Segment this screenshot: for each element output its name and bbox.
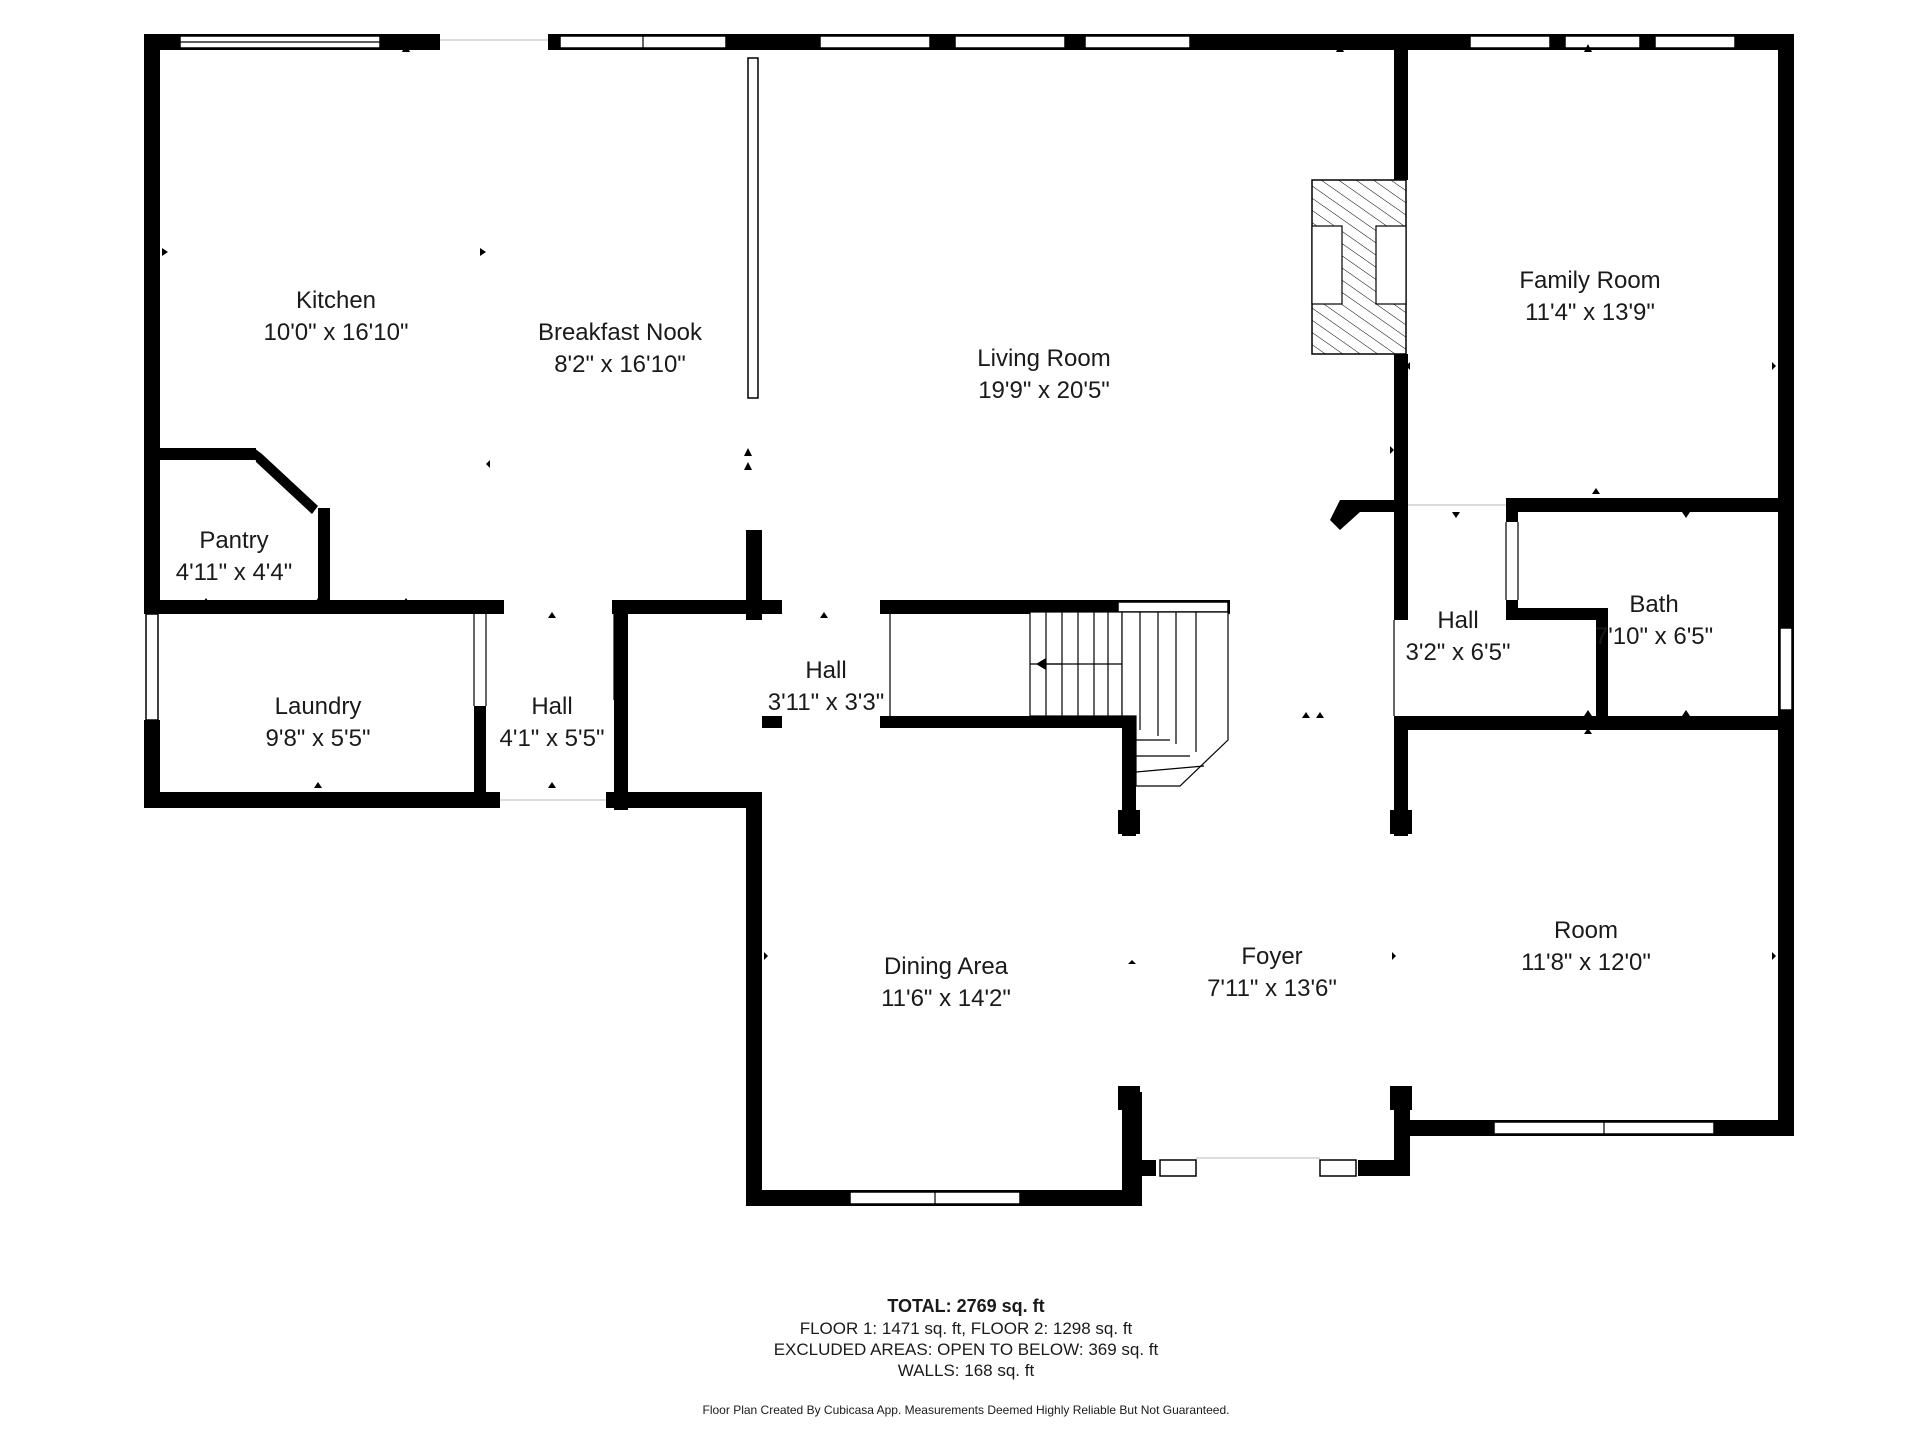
fireplace	[1311, 179, 1407, 355]
floor-areas: FLOOR 1: 1471 sq. ft, FLOOR 2: 1298 sq. …	[800, 1319, 1133, 1338]
room-name: Bath	[1629, 591, 1678, 618]
room-name: Kitchen	[296, 287, 376, 314]
room-name: Living Room	[977, 345, 1110, 372]
room-family-room: Family Room 11'4" x 13'9"	[1519, 267, 1660, 326]
room-dimensions: 3'2" x 6'5"	[1406, 639, 1511, 666]
room-name: Pantry	[199, 527, 268, 554]
excluded-areas: EXCLUDED AREAS: OPEN TO BELOW: 369 sq. f…	[774, 1340, 1159, 1359]
room-name: Dining Area	[884, 953, 1009, 980]
room-dimensions: 3'11" x 3'3"	[768, 689, 885, 716]
room-dimensions: 7'11" x 13'6"	[1207, 975, 1337, 1002]
room-dimensions: 10'0" x 16'10"	[264, 319, 409, 346]
room-labels: Kitchen 10'0" x 16'10" Breakfast Nook 8'…	[176, 267, 1713, 1012]
room-name: Family Room	[1519, 267, 1660, 294]
room-bath: Bath 7'10" x 6'5"	[1595, 591, 1713, 650]
room-foyer: Foyer 7'11" x 13'6"	[1207, 943, 1337, 1002]
dimension-ticks	[162, 44, 1776, 964]
staircase	[1029, 601, 1229, 787]
room-hall-3: Hall 3'2" x 6'5"	[1406, 607, 1511, 666]
total-area: TOTAL: 2769 sq. ft	[887, 1296, 1044, 1316]
room-hall-1: Hall 4'1" x 5'5"	[500, 693, 605, 752]
room-dimensions: 9'8" x 5'5"	[266, 725, 371, 752]
room-dimensions: 19'9" x 20'5"	[978, 377, 1110, 404]
room-hall-2: Hall 3'11" x 3'3"	[768, 657, 885, 716]
walls-area: WALLS: 168 sq. ft	[898, 1361, 1035, 1380]
room-dimensions: 11'8" x 12'0"	[1521, 949, 1651, 976]
room-name: Foyer	[1241, 943, 1302, 970]
room-dimensions: 4'11" x 4'4"	[176, 559, 293, 586]
room-laundry: Laundry 9'8" x 5'5"	[266, 693, 371, 752]
room-name: Hall	[531, 693, 572, 720]
room-pantry: Pantry 4'11" x 4'4"	[176, 527, 293, 586]
room-dimensions: 8'2" x 16'10"	[554, 351, 686, 378]
interior-walls	[160, 48, 1792, 1200]
room-dining-area: Dining Area 11'6" x 14'2"	[881, 953, 1011, 1012]
room-name: Hall	[1437, 607, 1478, 634]
room-name: Hall	[805, 657, 846, 684]
room-living-room: Living Room 19'9" x 20'5"	[977, 345, 1110, 404]
room-dimensions: 4'1" x 5'5"	[500, 725, 605, 752]
area-summary: TOTAL: 2769 sq. ft FLOOR 1: 1471 sq. ft,…	[703, 1296, 1230, 1417]
disclaimer-note: Floor Plan Created By Cubicasa App. Meas…	[703, 1403, 1230, 1417]
room-room: Room 11'8" x 12'0"	[1521, 917, 1651, 976]
room-breakfast-nook: Breakfast Nook 8'2" x 16'10"	[538, 319, 703, 378]
room-name: Breakfast Nook	[538, 319, 703, 346]
room-name: Room	[1554, 917, 1618, 944]
room-dimensions: 7'10" x 6'5"	[1595, 623, 1713, 650]
room-kitchen: Kitchen 10'0" x 16'10"	[264, 287, 409, 346]
windows	[145, 35, 1793, 1205]
room-dimensions: 11'6" x 14'2"	[881, 985, 1011, 1012]
openings	[473, 504, 1519, 801]
room-dimensions: 11'4" x 13'9"	[1525, 299, 1655, 326]
room-name: Laundry	[275, 693, 362, 720]
